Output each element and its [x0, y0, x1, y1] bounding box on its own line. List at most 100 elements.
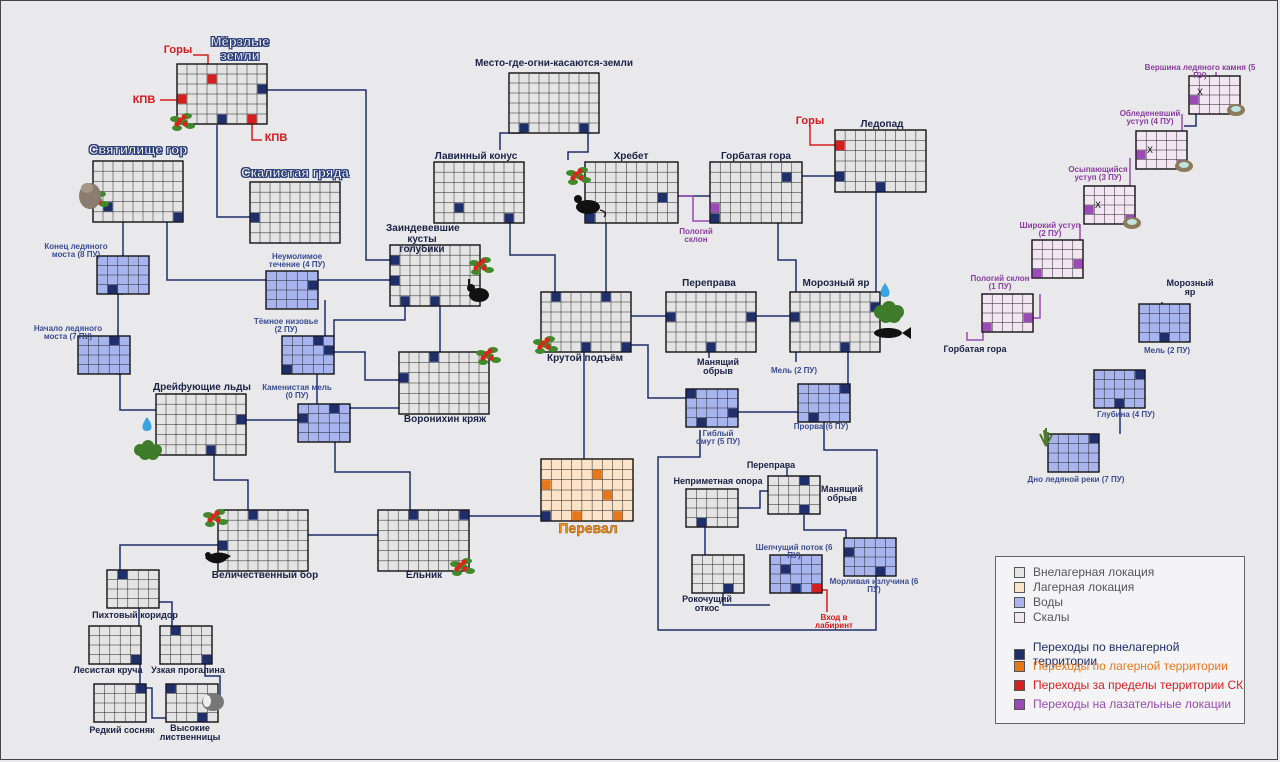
location-grid[interactable]: [767, 475, 821, 515]
location-grid[interactable]: [843, 537, 897, 577]
location-grid[interactable]: [1047, 433, 1100, 473]
transition-marker: [585, 213, 595, 223]
transition-marker: [103, 202, 113, 212]
location-grid[interactable]: [685, 388, 739, 428]
location-grid[interactable]: [769, 554, 823, 594]
location-grid[interactable]: [789, 291, 881, 353]
nest-icon: [1175, 160, 1193, 172]
location-grid[interactable]: [77, 335, 131, 375]
legend-swatch: [1014, 698, 1025, 710]
transition-marker: [430, 296, 440, 306]
transition-marker: [870, 302, 880, 312]
label-gybly-omut: Гиблый омут (5 ПУ): [695, 429, 740, 447]
location-grid[interactable]: [797, 383, 851, 423]
transition-marker: [844, 548, 854, 557]
label-manyaschiy-obryv: Манящий обрыв: [697, 357, 739, 377]
transition-marker: [541, 480, 551, 490]
location-grid[interactable]: [93, 683, 147, 723]
location-grid[interactable]: [88, 625, 142, 665]
location-grid[interactable]: [540, 458, 634, 522]
transition-marker: [1073, 259, 1083, 268]
location-grid[interactable]: [217, 509, 309, 572]
label-redky-sosnyak: Редкий сосняк: [89, 725, 155, 735]
bush-icon: [134, 440, 162, 460]
transition-marker: [429, 352, 439, 362]
nest-icon: [1227, 104, 1245, 116]
transition-marker: [217, 114, 227, 124]
location-grid[interactable]: [584, 161, 679, 224]
fish-icon: [874, 327, 911, 339]
location-grid[interactable]: [398, 351, 490, 415]
location-grid[interactable]: [433, 161, 525, 224]
location-grid[interactable]: [176, 63, 268, 125]
transition-marker: [710, 213, 720, 223]
transition-marker: [799, 505, 810, 514]
location-grid[interactable]: [1083, 185, 1136, 225]
cliff-mark: X: [1095, 201, 1101, 211]
location-grid[interactable]: [377, 509, 470, 572]
transition-marker: [197, 713, 208, 722]
location-grid[interactable]: [106, 569, 160, 609]
label-pologiy-sklon-1: Пологий склон (1 ПУ): [970, 274, 1030, 292]
label-voronikin-kryazh: Воронихин кряж: [403, 414, 487, 425]
legend-label: Переходы за пределы территории СК: [1033, 678, 1244, 692]
berry-bush-icon: [476, 347, 501, 365]
location-grid[interactable]: [685, 488, 739, 528]
transition-marker: [686, 389, 696, 398]
label-krutoy-podyom: Крутой подъём: [546, 353, 624, 364]
location-grid[interactable]: [540, 291, 632, 353]
location-grid[interactable]: [281, 335, 335, 375]
connection-path: [117, 293, 123, 336]
transition-marker: [390, 255, 400, 265]
connection-path: [738, 490, 770, 509]
label-zaindevevshie: Заиндевевшие кусты голубики: [386, 223, 460, 255]
transition-marker: [581, 342, 591, 352]
location-grid[interactable]: [249, 181, 341, 244]
connection-path: [266, 89, 390, 261]
location-grid[interactable]: [155, 393, 247, 456]
label-pereprava: Переправа: [682, 278, 736, 289]
location-grid[interactable]: [92, 160, 184, 223]
transition-marker: [613, 511, 623, 521]
transition-marker: [780, 565, 791, 574]
location-grid[interactable]: [1138, 303, 1191, 343]
location-grid[interactable]: [96, 255, 150, 295]
berry-bush-icon: [170, 113, 195, 131]
legend-item: Переходы на лазательные локации: [1014, 697, 1231, 711]
location-grid[interactable]: [389, 244, 481, 307]
transition-marker: [117, 570, 128, 579]
location-grid[interactable]: [159, 625, 213, 665]
location-grid[interactable]: [834, 129, 927, 193]
label-shirokiy-ustup: Широкий уступ (2 ПУ): [1019, 221, 1081, 239]
location-grid[interactable]: [1093, 369, 1146, 409]
legend-label: Переходы на лазательные локации: [1033, 697, 1232, 711]
location-grid[interactable]: [165, 683, 219, 723]
location-grid[interactable]: [709, 161, 803, 224]
transition-marker: [408, 510, 418, 520]
transition-marker: [504, 213, 514, 223]
location-grid[interactable]: [508, 72, 600, 134]
transition-marker: [136, 684, 146, 693]
berry-bush-icon: [566, 167, 591, 185]
location-grid[interactable]: [665, 291, 757, 353]
legend-label: Внелагерная локация: [1033, 565, 1155, 579]
location-grid[interactable]: [1031, 239, 1084, 279]
location-grid[interactable]: [981, 293, 1034, 333]
transition-marker: [579, 123, 589, 133]
label-mel-2: Мель (2 ПУ): [770, 366, 818, 375]
transition-marker: [696, 418, 707, 427]
location-grid[interactable]: [297, 403, 351, 443]
connection-path: [823, 421, 878, 538]
transition-marker: [835, 171, 845, 182]
label-neprimetnaya-opora: Неприметная опора: [673, 476, 763, 486]
transition-marker: [706, 342, 716, 352]
label-pereprava-sm: Переправа: [746, 460, 796, 470]
label-gorbataya-gora-sm: Горбатая гора: [943, 344, 1007, 354]
transition-marker: [177, 94, 187, 104]
location-grid[interactable]: [691, 554, 745, 594]
label-skalistaya-gryada: Скалистая гряда: [241, 165, 349, 180]
label-kpv-1: КПВ: [132, 94, 156, 106]
location-grid[interactable]: [265, 270, 319, 310]
transition-marker: [602, 490, 613, 500]
